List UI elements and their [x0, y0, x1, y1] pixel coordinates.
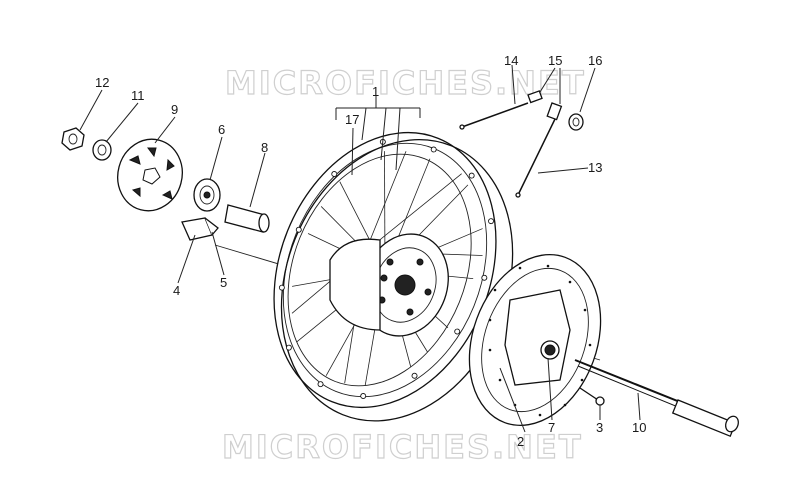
speedometer-drive [181, 217, 219, 241]
disc-bolt [579, 387, 605, 406]
watermark-bottom: MICROFICHES.NET [222, 428, 583, 466]
rim-well [287, 153, 472, 387]
callout-6: 6 [218, 122, 225, 137]
callout-15: 15 [548, 53, 562, 68]
callout-16: 16 [588, 53, 602, 68]
washer [92, 139, 112, 161]
hub-drum [329, 238, 381, 331]
callout-7: 7 [548, 420, 555, 435]
callout-5: 5 [220, 275, 227, 290]
callout-8: 8 [261, 140, 268, 155]
callout-14: 14 [504, 53, 518, 68]
callout-17: 17 [345, 112, 359, 127]
callout-2: 2 [517, 434, 524, 449]
disc-holes [488, 264, 592, 417]
drive-plate [117, 138, 183, 212]
front-axle [574, 359, 739, 438]
leader-lines [79, 64, 641, 433]
wheel-bearing [193, 178, 221, 212]
wheel-hub [329, 233, 449, 337]
callout-4: 4 [173, 283, 180, 298]
spacer [224, 204, 270, 233]
callout-12: 12 [95, 75, 109, 90]
callout-3: 3 [596, 420, 603, 435]
callout-9: 9 [171, 102, 178, 117]
callout-13: 13 [588, 160, 602, 175]
axle-nut [61, 127, 85, 151]
callout-11: 11 [131, 88, 145, 103]
disc-carrier [504, 289, 571, 386]
brake-disc [468, 253, 602, 427]
speedometer-cable [459, 90, 584, 198]
callout-10: 10 [632, 420, 646, 435]
callout-1: 1 [372, 84, 379, 99]
watermark-top: MICROFICHES.NET [225, 64, 586, 102]
